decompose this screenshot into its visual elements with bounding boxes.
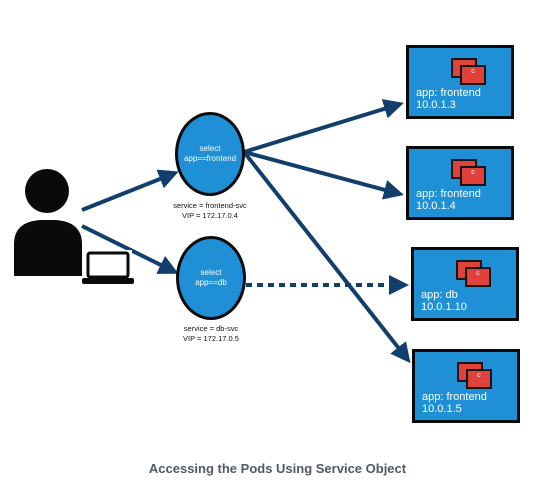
container-icon: c: [465, 267, 491, 287]
pod-1: c app: frontend 10.0.1.3: [406, 45, 514, 119]
arrow-user-to-db-svc: [81, 224, 179, 274]
db-service-node: select app==db: [176, 236, 246, 320]
frontend-service-vip: VIP = 172.17.0.4: [182, 211, 238, 220]
db-service-select-label: select: [200, 268, 222, 277]
pod-label: app: db: [421, 289, 458, 301]
db-service-vip: VIP = 172.17.0.5: [183, 334, 239, 343]
pod-4: c app: frontend 10.0.1.5: [412, 349, 520, 423]
container-letter: c: [476, 270, 480, 277]
pod-3: c app: db 10.0.1.10: [411, 247, 519, 321]
container-icon: c: [466, 369, 492, 389]
pod-2: c app: frontend 10.0.1.4: [406, 146, 514, 220]
figure-caption: Accessing the Pods Using Service Object: [148, 461, 407, 476]
pod-label: app: frontend: [416, 188, 481, 200]
arrow-frontend-svc-to-pod-2: [243, 150, 404, 200]
container-letter: c: [471, 169, 475, 176]
container-icon: c: [460, 166, 486, 186]
pod-ip: 10.0.1.3: [416, 99, 456, 111]
arrow-user-to-frontend-svc: [81, 169, 179, 212]
db-service-name: service = db-svc: [183, 324, 239, 333]
container-letter: c: [471, 68, 475, 75]
pod-ip: 10.0.1.4: [416, 200, 456, 212]
db-service-selector: app==db: [195, 278, 227, 287]
frontend-service-caption: service = frontend-svc VIP = 172.17.0.4: [150, 201, 270, 221]
frontend-service-node: select app==frontend: [175, 112, 245, 196]
frontend-service-selector: app==frontend: [183, 154, 237, 163]
pod-ip: 10.0.1.5: [422, 403, 462, 415]
user-with-laptop-icon: [14, 169, 134, 284]
pod-label: app: frontend: [422, 391, 487, 403]
db-service-caption: service = db-svc VIP = 172.17.0.5: [151, 324, 271, 344]
pod-ip: 10.0.1.10: [421, 301, 467, 313]
container-icon: c: [460, 65, 486, 85]
container-letter: c: [477, 372, 481, 379]
frontend-service-select-label: select: [199, 144, 221, 153]
arrow-frontend-svc-to-pod-1: [243, 99, 404, 154]
arrow-frontend-svc-to-pod-4: [242, 150, 411, 364]
frontend-service-name: service = frontend-svc: [173, 201, 247, 210]
pod-label: app: frontend: [416, 87, 481, 99]
